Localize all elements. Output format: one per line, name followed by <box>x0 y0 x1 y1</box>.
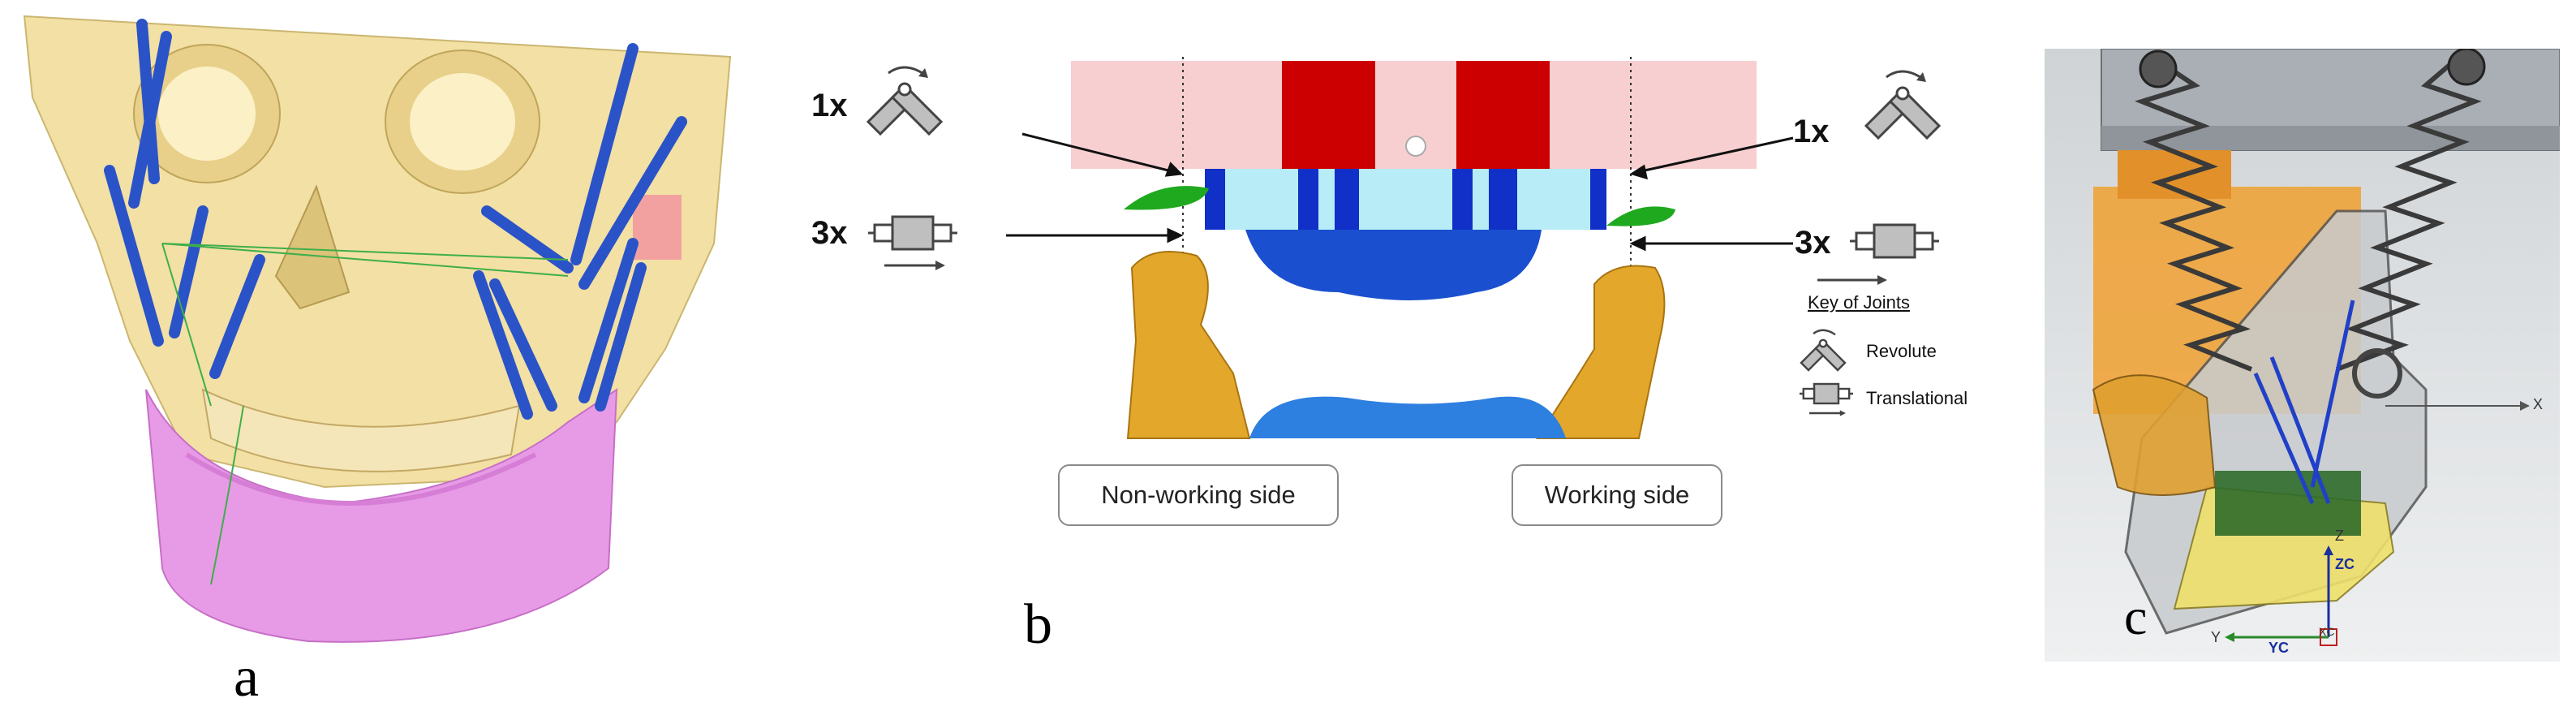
lower-teeth <box>1249 396 1566 438</box>
panel-letter-a: a <box>234 646 260 709</box>
left-revolute-icon <box>866 66 944 136</box>
skull-teeth <box>2092 374 2217 496</box>
right-revolute-icon <box>1864 70 1942 140</box>
panel-letter-b: b <box>1024 593 1052 656</box>
panel-a-skull-model: a <box>0 0 755 720</box>
key-revolute-icon <box>1800 329 1847 372</box>
upper-teeth <box>1245 230 1542 300</box>
left-translational-count: 3x <box>811 215 848 251</box>
green-part <box>2215 471 2361 536</box>
panel-letter-c: c <box>2124 588 2148 645</box>
skull-mandible-illustration <box>23 15 732 643</box>
right-articular-disc <box>1606 206 1675 226</box>
left-articular-disc <box>1124 186 1209 210</box>
axis-x-label: X <box>2533 396 2544 412</box>
right-condyle <box>1536 265 1666 439</box>
panel-b-joint-diagram: 1x 3x 1x 3x Key of Joints Revolute Trans… <box>779 0 2045 720</box>
cad-fixture-illustration <box>2045 49 2560 662</box>
axis-y-label: Y <box>2211 629 2221 645</box>
jaw-fixture-illustration <box>866 57 1942 439</box>
left-translational-icon <box>868 215 957 270</box>
left-condyle <box>1126 251 1251 439</box>
key-of-joints-title: Key of Joints <box>1808 292 1910 313</box>
fixture-red-block-right <box>1456 61 1550 169</box>
right-revolute-count: 1x <box>1793 114 1830 149</box>
left-spring <box>2134 58 2253 372</box>
right-translational-count: 3x <box>1795 225 1831 261</box>
key-translational-icon <box>1800 382 1854 416</box>
right-translational-icon <box>1850 223 1939 259</box>
axis-zc-label: ZC <box>2335 556 2355 572</box>
key-revolute-label: Revolute <box>1866 341 1937 361</box>
key-translational-label: Translational <box>1866 388 1968 408</box>
mandible <box>145 388 618 643</box>
left-revolute-count: 1x <box>811 88 848 123</box>
axis-xc-label: XC <box>2319 625 2335 638</box>
axis-yc-label: YC <box>2269 640 2290 656</box>
right-spring <box>2335 58 2482 372</box>
working-side-label: Working side <box>1512 464 1722 526</box>
upper-teeth <box>201 388 521 472</box>
coordinate-triad <box>2225 545 2337 646</box>
non-working-side-label: Non-working side <box>1058 464 1339 526</box>
muscle-actuators <box>104 19 687 420</box>
panel-c-cad-view: X Z ZC Y YC XC c <box>2045 49 2560 662</box>
axis-z-label: Z <box>2335 528 2344 544</box>
fixture-red-block-left <box>1282 61 1375 169</box>
